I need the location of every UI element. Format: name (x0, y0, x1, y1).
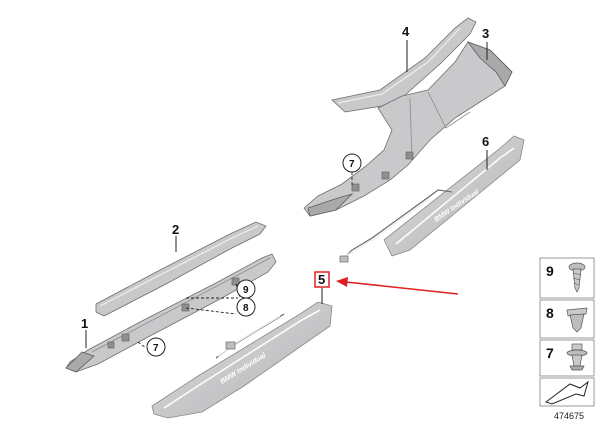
screw-icon (568, 262, 586, 293)
part-number: 474675 (554, 411, 584, 421)
callout-5: 5 (318, 272, 325, 287)
circle-callout-7-lower: 7 (153, 343, 159, 354)
expanding-nut-icon (566, 307, 588, 333)
circle-callout-9: 9 (243, 285, 249, 296)
legend-label-7: 7 (546, 345, 554, 361)
part-2-trim-strip (95, 221, 267, 317)
legend-box-7 (539, 339, 595, 377)
legend-box-9 (539, 257, 595, 299)
callout-6: 6 (482, 134, 489, 149)
part-4-trim-strip (331, 17, 477, 113)
part-3-pillar-trim (303, 41, 513, 217)
callout-5-highlight-box (314, 271, 330, 288)
legend-box-8 (539, 299, 595, 339)
clip-icon (566, 343, 588, 371)
part-5-cable (215, 313, 285, 359)
circle-callouts: 7 7 8 9 (146, 153, 362, 357)
highlight-arrow (336, 277, 459, 295)
direction-arrow-icon (544, 380, 589, 405)
callouts: 4 3 6 2 1 5 (81, 24, 489, 331)
circle-callout-8: 8 (243, 303, 249, 314)
part-6-cable (339, 189, 453, 263)
legend-label-9: 9 (546, 263, 554, 279)
fastener-legend: 9 8 7 474675 (539, 257, 595, 421)
circle-callout-7-upper: 7 (349, 159, 355, 170)
callout-3: 3 (482, 26, 489, 41)
leader-lines (85, 40, 488, 349)
callout-2: 2 (172, 222, 179, 237)
legend-label-8: 8 (546, 305, 554, 321)
part-1-sill-trim (65, 253, 277, 373)
callout-4: 4 (402, 24, 410, 39)
callout-1: 1 (81, 316, 88, 331)
